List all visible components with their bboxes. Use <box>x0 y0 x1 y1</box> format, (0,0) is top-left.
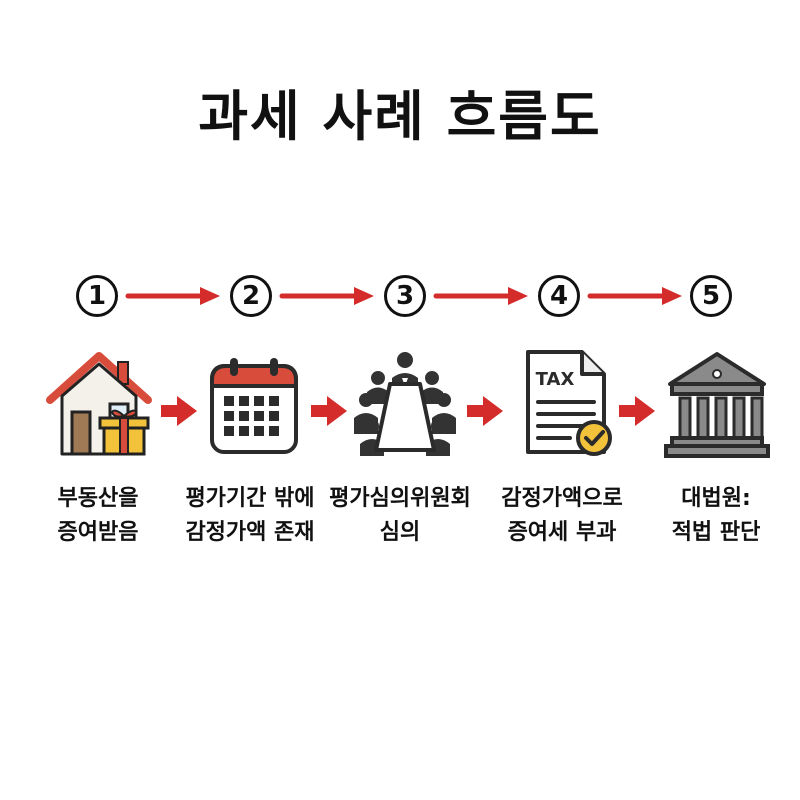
tax-document-icon: TAX <box>526 350 612 456</box>
step-label-3: 평가심의위원회 심의 <box>320 482 480 550</box>
step-label-4: 감정가액으로 증여세 부과 <box>482 482 642 550</box>
step-number-1: 1 <box>76 275 118 317</box>
middle-arrow-2 <box>311 396 347 426</box>
page-title: 과세 사례 흐름도 <box>198 85 602 148</box>
top-arrow-4 <box>587 287 682 305</box>
top-arrow-1 <box>125 287 220 305</box>
court-building-icon <box>664 352 770 458</box>
middle-arrow-1 <box>161 396 197 426</box>
middle-arrow-4 <box>619 396 655 426</box>
step-label-5-line-1: 대법원: <box>681 486 751 511</box>
step-label-3-line-1: 평가심의위원회 <box>329 486 471 511</box>
step-label-3-line-2: 심의 <box>379 520 421 545</box>
calendar-icon <box>210 358 298 454</box>
house-gift-icon <box>46 352 152 456</box>
step-label-1-line-1: 부동산을 <box>57 486 139 511</box>
step-label-5: 대법원: 적법 판단 <box>636 482 796 550</box>
step-label-4-line-2: 증여세 부과 <box>507 520 617 545</box>
step-number-5: 5 <box>690 275 732 317</box>
meeting-table-icon <box>354 352 456 456</box>
step-label-1-line-2: 증여받음 <box>57 520 139 545</box>
middle-arrow-3 <box>467 396 503 426</box>
step-number-2: 2 <box>230 275 272 317</box>
step-number-3: 3 <box>384 275 426 317</box>
top-arrow-3 <box>433 287 528 305</box>
tax-text: TAX <box>536 369 575 390</box>
step-label-2-line-1: 평가기간 밖에 <box>185 486 315 511</box>
step-label-1: 부동산을 증여받음 <box>18 482 178 550</box>
top-arrow-2 <box>279 287 374 305</box>
step-label-2-line-2: 감정가액 존재 <box>185 520 315 545</box>
step-number-4: 4 <box>538 275 580 317</box>
step-label-4-line-1: 감정가액으로 <box>501 486 623 511</box>
step-label-2: 평가기간 밖에 감정가액 존재 <box>170 482 330 550</box>
step-label-5-line-2: 적법 판단 <box>671 520 761 545</box>
